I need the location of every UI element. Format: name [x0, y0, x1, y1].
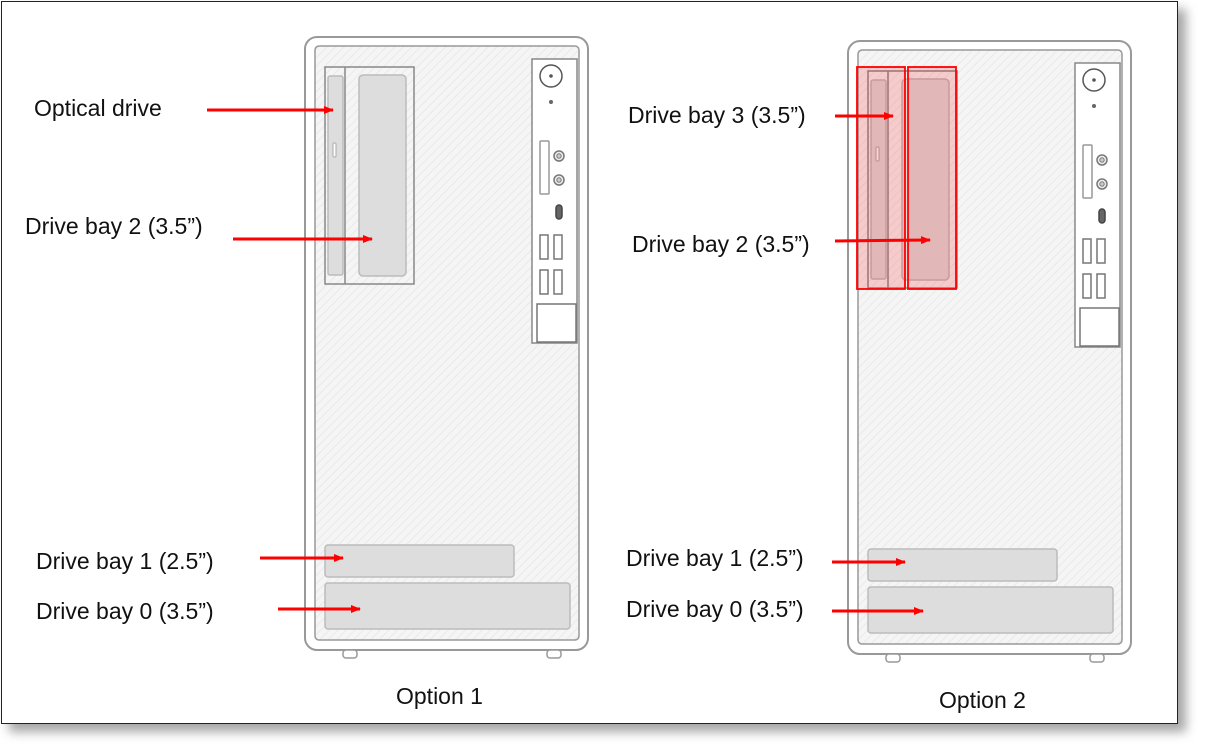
arrow-opt2-bay2 [834, 236, 931, 245]
drive-bay-1-cover [324, 544, 515, 578]
tower-chassis-option-1 [304, 36, 589, 659]
io-panel-cover [1079, 307, 1120, 347]
usb-a-port-icon [1096, 238, 1106, 264]
label-opt2-drive-bay-2: Drive bay 2 (3.5”) [632, 231, 810, 257]
usb-c-port-icon [555, 204, 563, 220]
drive-bay-2-cover [901, 78, 950, 281]
label-opt2-drive-bay-0: Drive bay 0 (3.5”) [626, 596, 804, 622]
usb-a-port-icon [1082, 273, 1092, 299]
caption-option-2: Option 2 [939, 687, 1026, 713]
drive-bay-2-cover [358, 74, 407, 277]
caption-option-1: Option 1 [396, 683, 483, 709]
label-opt1-drive-bay-2: Drive bay 2 (3.5”) [25, 213, 203, 239]
io-panel [1074, 62, 1121, 348]
chassis-foot [342, 649, 358, 659]
optical-eject-slot [332, 142, 337, 158]
tower-chassis-option-2 [847, 40, 1132, 663]
label-opt2-drive-bay-3: Drive bay 3 (3.5”) [628, 102, 806, 128]
usb-a-port-icon [1096, 273, 1106, 299]
card-reader-slot-icon [539, 140, 550, 195]
upper-bay-frame [867, 70, 958, 289]
label-opt1-drive-bay-1: Drive bay 1 (2.5”) [36, 548, 214, 574]
drive-bay-1-cover [867, 548, 1058, 582]
usb-c-port-icon [1098, 208, 1106, 224]
drive-bay-0-cover [324, 582, 571, 630]
drive-bay-2-highlight [907, 66, 957, 290]
led-indicator-icon [549, 100, 553, 104]
upper-bay-frame [324, 66, 415, 285]
chassis-foot [546, 649, 562, 659]
usb-a-port-icon [539, 234, 549, 260]
drive-bay-3-highlight [856, 66, 906, 290]
chassis-foot [1089, 653, 1105, 663]
label-optical-drive: Optical drive [34, 95, 162, 121]
label-opt2-drive-bay-1: Drive bay 1 (2.5”) [626, 545, 804, 571]
optical-eject-slot [875, 146, 880, 162]
led-indicator-icon [1092, 104, 1096, 108]
usb-a-port-icon [539, 269, 549, 295]
usb-a-port-icon [1082, 238, 1092, 264]
card-reader-slot-icon [1082, 144, 1093, 199]
optical-drive-tray [327, 75, 344, 276]
io-panel-cover [536, 303, 577, 343]
arrows [207, 106, 931, 615]
label-opt1-drive-bay-0: Drive bay 0 (3.5”) [36, 598, 214, 624]
bay-highlights [856, 66, 957, 290]
usb-a-port-icon [553, 234, 563, 260]
optical-drive-tray [870, 79, 887, 280]
io-panel [531, 58, 578, 344]
chassis-foot [885, 653, 901, 663]
usb-a-port-icon [553, 269, 563, 295]
